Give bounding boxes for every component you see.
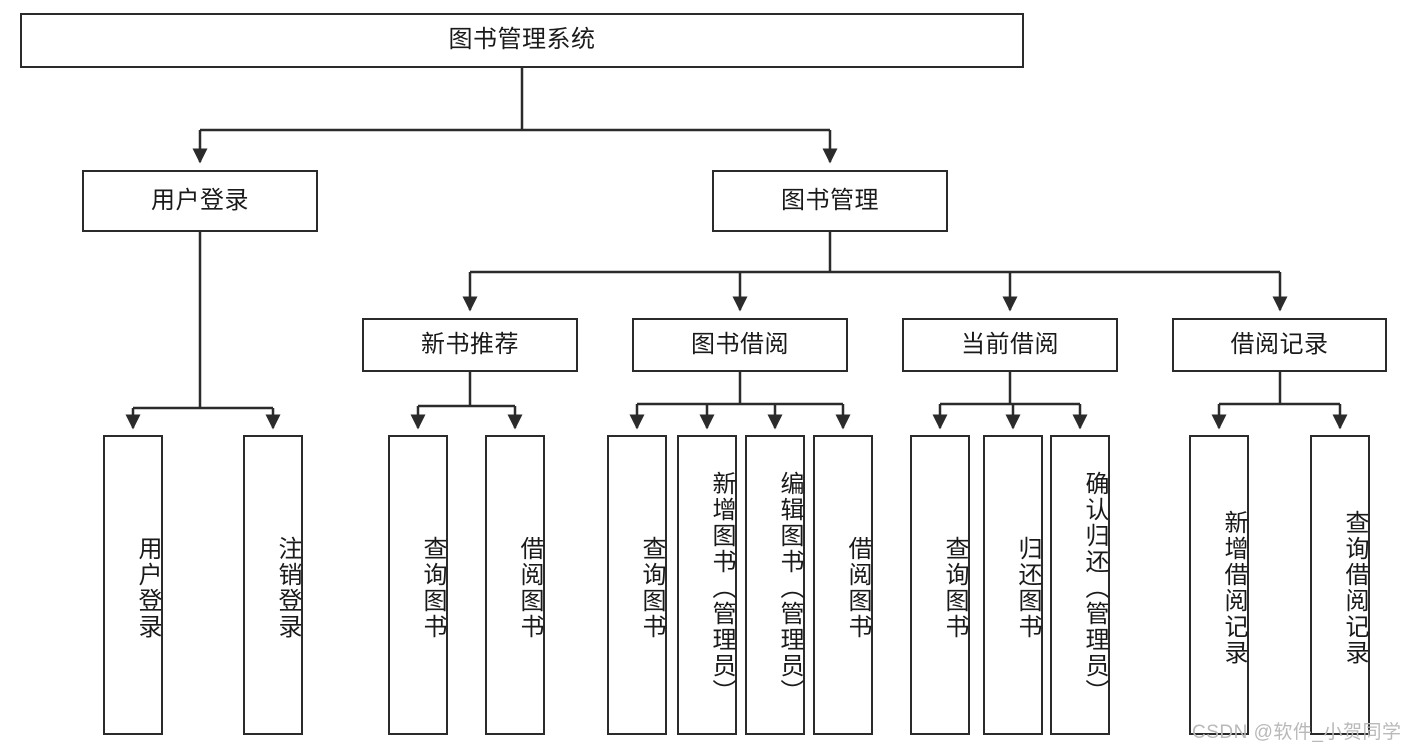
leaf-node[interactable]: 借阅图书: [485, 435, 545, 735]
leaf-node-label: 查询图书: [419, 536, 446, 640]
node-book-management[interactable]: 图书管理: [712, 170, 948, 232]
node-user-login[interactable]: 用户登录: [82, 170, 318, 232]
leaf-node[interactable]: 借阅图书: [813, 435, 873, 735]
leaf-node[interactable]: 确认归还（管理员）: [1050, 435, 1110, 735]
leaf-node-label: 查询图书: [941, 536, 968, 640]
leaf-node-label: 确认归还（管理员）: [1081, 471, 1108, 705]
leaf-node[interactable]: 归还图书: [983, 435, 1043, 735]
leaf-node-label: 用户登录: [134, 536, 161, 640]
node-root-label: 图书管理系统: [448, 26, 596, 54]
leaf-node[interactable]: 查询图书: [910, 435, 970, 735]
leaf-node[interactable]: 新增图书（管理员）: [677, 435, 737, 735]
leaf-node-label: 新增借阅记录: [1220, 510, 1247, 666]
leaf-node-label: 借阅图书: [516, 536, 543, 640]
leaf-node-label: 新增图书（管理员）: [708, 471, 735, 705]
node-borrow-record[interactable]: 借阅记录: [1172, 318, 1387, 372]
watermark: CSDN @软件_小贺同学: [1192, 722, 1402, 743]
leaf-node[interactable]: 查询图书: [607, 435, 667, 735]
leaf-node-label: 归还图书: [1014, 536, 1041, 640]
node-book-management-label: 图书管理: [781, 186, 879, 214]
leaf-node[interactable]: 查询图书: [388, 435, 448, 735]
leaf-node[interactable]: 注销登录: [243, 435, 303, 735]
leaf-node-label: 借阅图书: [844, 536, 871, 640]
leaf-node[interactable]: 新增借阅记录: [1189, 435, 1249, 735]
leaf-node-label: 查询借阅记录: [1341, 510, 1368, 666]
node-book-borrow-label: 图书借阅: [691, 330, 789, 358]
leaf-node-label: 编辑图书（管理员）: [776, 471, 803, 705]
node-current-borrow-label: 当前借阅: [961, 330, 1059, 358]
node-root[interactable]: 图书管理系统: [20, 13, 1024, 68]
leaf-node-label: 查询图书: [638, 536, 665, 640]
node-new-book-recommend[interactable]: 新书推荐: [362, 318, 578, 372]
node-new-book-recommend-label: 新书推荐: [421, 330, 519, 358]
leaf-node[interactable]: 编辑图书（管理员）: [745, 435, 805, 735]
node-current-borrow[interactable]: 当前借阅: [902, 318, 1118, 372]
node-book-borrow[interactable]: 图书借阅: [632, 318, 848, 372]
leaf-node[interactable]: 用户登录: [103, 435, 163, 735]
node-user-login-label: 用户登录: [151, 186, 249, 214]
leaf-node[interactable]: 查询借阅记录: [1310, 435, 1370, 735]
node-borrow-record-label: 借阅记录: [1230, 330, 1329, 358]
leaf-node-label: 注销登录: [274, 536, 301, 640]
